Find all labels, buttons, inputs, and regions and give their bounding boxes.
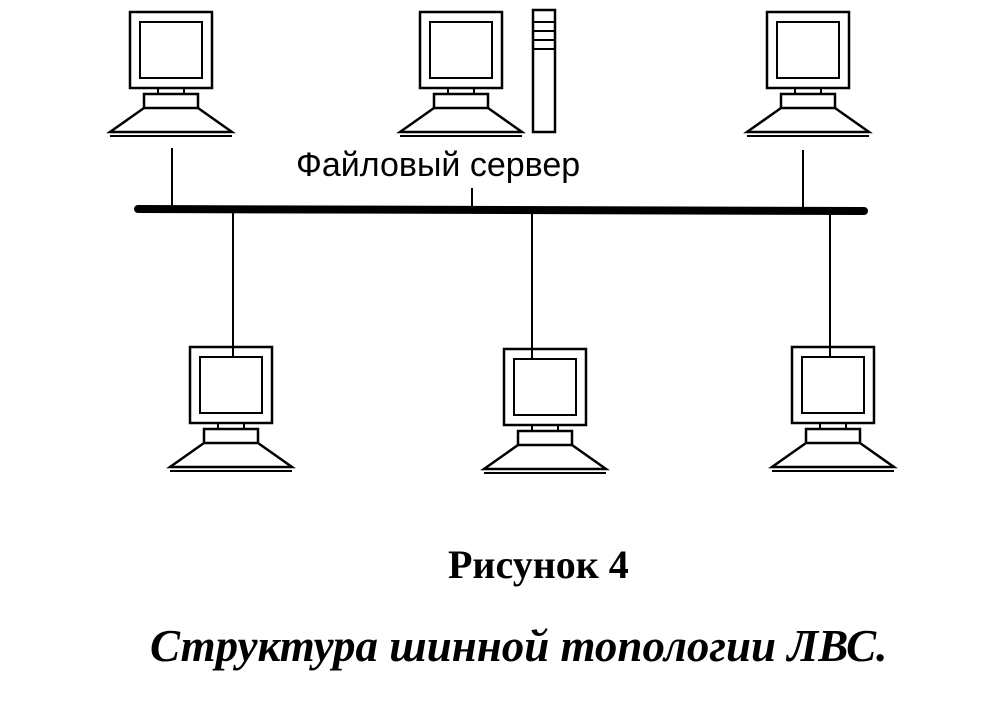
- figure-caption: Структура шинной топологии ЛВС.: [150, 621, 888, 671]
- computer-top-center-icon: [398, 10, 524, 138]
- file-server-label: Файловый сервер: [296, 146, 581, 184]
- figure-number: Рисунок 4: [448, 542, 629, 587]
- computer-bottom-left-icon: [168, 345, 294, 473]
- server-tower-icon: [531, 8, 557, 134]
- computer-top-right-icon: [745, 10, 871, 138]
- bus-line: [134, 205, 868, 215]
- computer-top-left-icon: [108, 10, 234, 138]
- computer-bottom-center-icon: [482, 347, 608, 475]
- computer-bottom-right-icon: [770, 345, 896, 473]
